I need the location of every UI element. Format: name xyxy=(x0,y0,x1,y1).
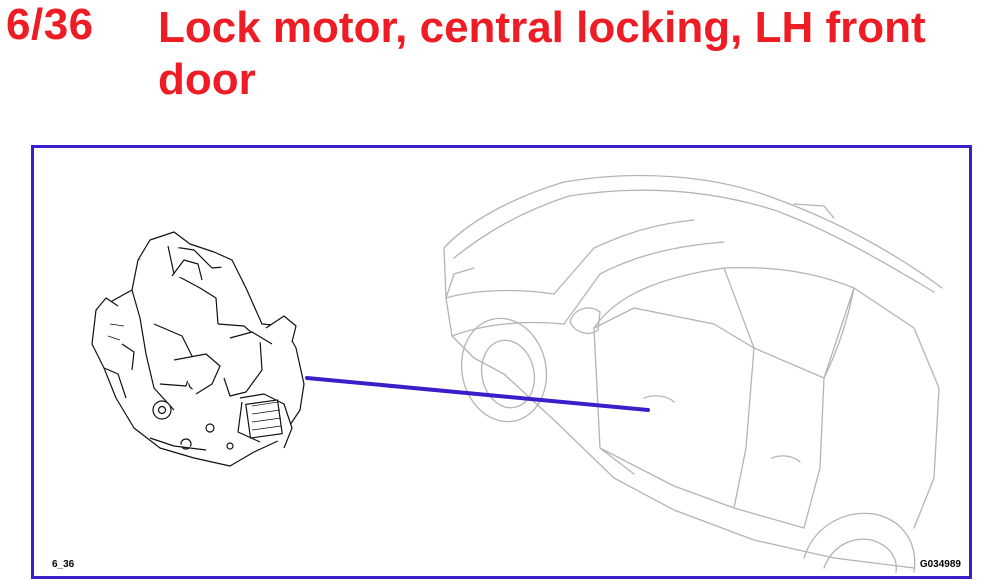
image-code: G034989 xyxy=(919,559,961,570)
car-drawing xyxy=(443,174,943,573)
figure-frame: 6_36 G034989 xyxy=(31,145,972,579)
pointer-line xyxy=(305,376,650,412)
section-number: 6/36 xyxy=(6,0,94,49)
page-code: 6_36 xyxy=(52,559,75,570)
lock-motor-drawing xyxy=(91,231,305,467)
figure-illustration xyxy=(91,174,943,573)
page-title: Lock motor, central locking, LH front do… xyxy=(158,3,926,104)
